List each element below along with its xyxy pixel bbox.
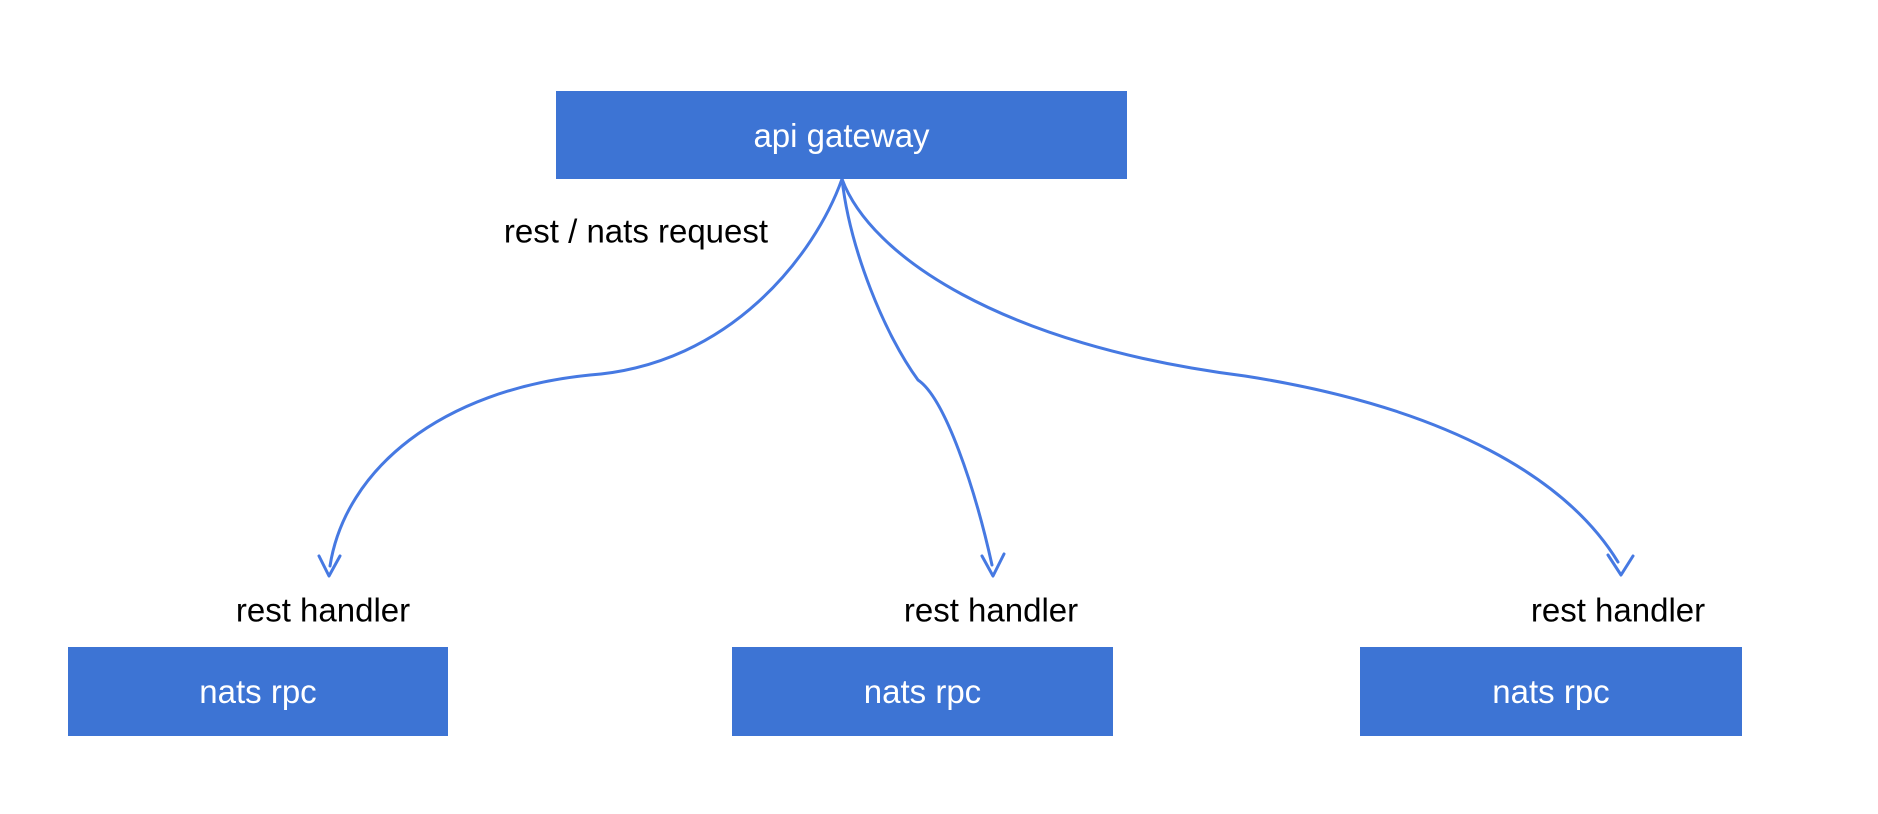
edge-curve-left xyxy=(328,177,844,568)
edge-curve-right xyxy=(840,177,1620,564)
node-nats-rpc-3-label: nats rpc xyxy=(1492,673,1610,710)
handler-label-2: rest handler xyxy=(903,591,1079,629)
handler-label-1: rest handler xyxy=(235,591,411,629)
edge-curve-middle xyxy=(840,177,994,567)
edge-gateway-to-handler-1 xyxy=(317,177,844,578)
handler-label-3: rest handler xyxy=(1530,591,1706,629)
edge-gateway-to-handler-2 xyxy=(840,177,1006,578)
node-nats-rpc-2-label: nats rpc xyxy=(863,673,982,710)
node-nats-rpc-2: nats rpc xyxy=(732,647,1113,736)
arrowhead-down-icon xyxy=(317,554,342,578)
arrowhead-down-icon xyxy=(980,552,1006,578)
edge-label: rest / nats request xyxy=(503,212,769,250)
node-api-gateway-label: api gateway xyxy=(753,116,930,154)
edge-gateway-to-handler-3 xyxy=(840,177,1635,577)
node-nats-rpc-3: nats rpc xyxy=(1360,647,1742,736)
node-api-gateway: api gateway xyxy=(556,91,1127,179)
node-nats-rpc-1-label: nats rpc xyxy=(199,673,317,710)
node-nats-rpc-1: nats rpc xyxy=(68,647,448,736)
arrowhead-down-icon xyxy=(1606,553,1635,577)
